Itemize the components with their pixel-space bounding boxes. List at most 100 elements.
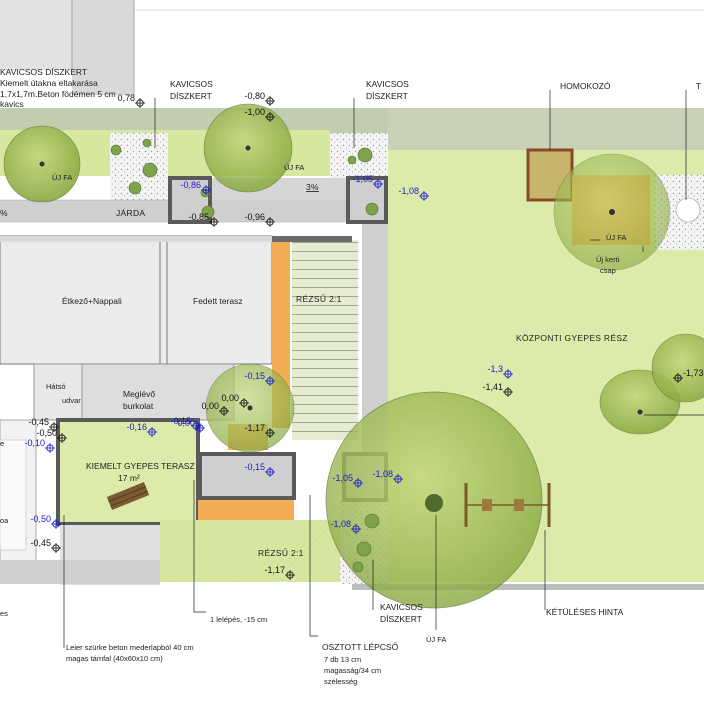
tree-right <box>599 333 704 435</box>
label-diszkert-2: DÍSZKERT <box>366 91 408 101</box>
orange-strip-lower <box>198 500 294 522</box>
level-marker: -0,15 <box>244 371 275 386</box>
level-value: -0,86 <box>180 180 201 190</box>
house-building <box>0 235 273 365</box>
ketuleses-hinta-swing <box>464 483 551 527</box>
level-value: -0,15 <box>170 416 191 426</box>
level-marker: -1,73 <box>673 368 704 383</box>
level-marker: 0,00 <box>221 393 249 408</box>
level-marker: -0,50 <box>36 428 67 443</box>
level-value: 0,00 <box>177 418 195 428</box>
level-value: -0,85 <box>188 212 209 222</box>
level-marker: 0,00 <box>177 418 205 433</box>
level-marker: -1,00 <box>244 107 275 122</box>
tree-top-2 <box>203 103 293 193</box>
level-value: -0,15 <box>244 462 265 472</box>
label-top-right: T <box>696 81 701 91</box>
level-marker: -1,05 <box>332 473 363 488</box>
hedge-top-right <box>388 108 704 150</box>
level-marker: -0,10 <box>24 438 55 453</box>
level-value: -0,50 <box>30 514 51 524</box>
level-value: 0,78 <box>117 93 135 103</box>
level-markers: 0,78 -0,80 -1,00 -0,86 -0,85 -0,96 -1,05 -1,08 -… <box>24 91 704 580</box>
level-marker: -1,05 <box>352 174 383 189</box>
label-uj-fa-3: ÚJ FA <box>606 233 626 242</box>
label-kiemelt-area: 17 m² <box>118 473 140 483</box>
label-1-lelepes: 1 lelépés, -15 cm <box>210 615 267 624</box>
label-left-oa: oa <box>0 516 9 525</box>
level-value: -1,3 <box>487 364 503 374</box>
level-marker: -0,15 <box>170 416 201 431</box>
level-marker: -0,15 <box>244 462 275 477</box>
leader-lines <box>63 90 704 648</box>
note-line-2: Kiemelt útakna eltakarása <box>0 78 98 88</box>
rezsu-slope-upper <box>292 240 358 440</box>
label-kiemelt: KIEMELT GYEPES TERASZ <box>86 461 195 471</box>
label-meglevo-1: Meglévő <box>123 389 155 399</box>
label-diszkert-1: DÍSZKERT <box>170 91 212 101</box>
level-value: 0,00 <box>201 401 219 411</box>
shrubs-bed-lower <box>352 513 380 573</box>
neighbor-building-2 <box>72 0 134 95</box>
level-value: 0,00 <box>221 393 239 403</box>
label-uj-fa-4: ÚJ FA <box>426 635 446 644</box>
level-value: -0,10 <box>24 438 45 448</box>
level-value: -1,17 <box>244 423 265 433</box>
level-marker: -0,45 <box>28 417 59 432</box>
label-ketuleses: KÉTÜLÉSES HINTA <box>546 607 624 617</box>
bench <box>106 482 150 510</box>
level-marker: -1,17 <box>244 423 275 438</box>
level-value: -0,45 <box>28 417 49 427</box>
level-marker: -0,16 <box>126 422 157 437</box>
label-meglevo-2: burkolat <box>123 401 154 411</box>
level-value: -0,50 <box>36 428 57 438</box>
level-marker: -0,86 <box>180 180 211 195</box>
tree-topleft <box>3 125 81 203</box>
label-osztott-4: szélesség <box>324 677 357 686</box>
level-marker: -1,3 <box>487 364 513 379</box>
label-diszkert-3: DÍSZKERT <box>380 614 422 624</box>
level-value: -1,73 <box>683 368 704 378</box>
kiemelt-gyepes-terasz <box>56 418 200 526</box>
label-3pct: 3% <box>306 182 319 192</box>
label-jarda: JÁRDA <box>116 208 145 218</box>
level-value: -1,08 <box>330 519 351 529</box>
label-homokozo: HOMOKOZÓ <box>560 81 611 91</box>
level-value: -1,05 <box>352 174 373 184</box>
level-value: -1,41 <box>482 382 503 392</box>
level-marker: -0,50 <box>30 514 61 529</box>
level-value: -0,16 <box>126 422 147 432</box>
label-left-e: e <box>0 439 4 448</box>
neighbor-building <box>0 0 72 70</box>
level-value: -0,80 <box>244 91 265 101</box>
level-value: -1,05 <box>332 473 353 483</box>
level-marker: -1,17 <box>264 565 295 580</box>
hatso-udvar <box>33 363 83 421</box>
label-uj-fa-1: ÚJ FA <box>52 173 72 182</box>
level-value: -1,00 <box>244 107 265 117</box>
level-marker: -0,96 <box>244 212 275 227</box>
level-marker: -0,45 <box>30 538 61 553</box>
level-marker: -1,08 <box>398 186 429 201</box>
level-marker: -1,08 <box>330 519 361 534</box>
label-leier-1: Leier szürke beton mederlapból 40 cm <box>66 643 194 652</box>
level-value: -0,96 <box>244 212 265 222</box>
label-kavicsos-3: KAVICSOS <box>380 602 423 612</box>
label-hatso-2: udvar <box>62 396 81 405</box>
label-rezsu-1: RÉZSŰ 2:1 <box>296 294 342 304</box>
tree-central <box>325 391 543 609</box>
label-osztott-1: OSZTOTT LÉPCSŐ <box>322 642 399 652</box>
label-kavicsos-1: KAVICSOS <box>170 79 213 89</box>
label-osztott-2: 7 db 13 cm <box>324 655 361 664</box>
label-kozponti: KÖZPONTI GYEPES RÉSZ <box>516 333 628 343</box>
tap-white-circle <box>675 197 701 223</box>
level-value: -1,17 <box>264 565 285 575</box>
level-marker: -1,08 <box>372 469 403 484</box>
label-uj-kerti-2: csap <box>600 266 616 275</box>
level-marker: 0,78 <box>117 93 145 108</box>
level-marker: -0,80 <box>244 91 275 106</box>
planter-box-2 <box>346 176 388 224</box>
label-uj-fa-2: ÚJ FA <box>284 163 304 172</box>
level-marker: -1,41 <box>482 382 513 397</box>
